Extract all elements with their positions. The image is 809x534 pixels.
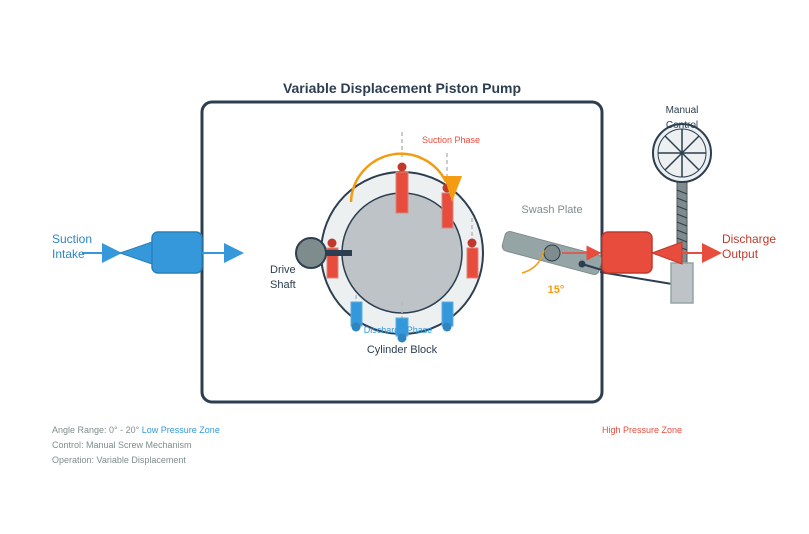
suction-pistons bbox=[326, 162, 479, 279]
cylinder-block bbox=[320, 132, 484, 335]
high-pressure-zone-label: High Pressure Zone bbox=[602, 425, 682, 435]
discharge-output-label: Discharge bbox=[722, 232, 776, 246]
discharge-pistons bbox=[350, 301, 454, 343]
angle-range-note: Angle Range: 0° - 20° Low Pressure Zone bbox=[52, 425, 220, 435]
discharge-phase-label: Discharge Phase bbox=[364, 325, 433, 335]
suction-intake-label-2: Intake bbox=[52, 247, 85, 261]
drive-shaft-label: Drive bbox=[270, 264, 296, 276]
suction-intake-label: Suction bbox=[52, 232, 92, 246]
operation-note: Operation: Variable Displacement bbox=[52, 455, 186, 465]
manual-control[interactable] bbox=[599, 123, 712, 304]
rotation-arrow bbox=[349, 152, 448, 203]
low-pressure-zone-label: Low Pressure Zone bbox=[142, 425, 220, 435]
angle-label: 15° bbox=[548, 284, 565, 296]
discharge-output bbox=[601, 231, 722, 274]
suction-intake bbox=[82, 231, 244, 274]
suction-phase-label: Suction Phase bbox=[422, 135, 480, 145]
diagram-title: Variable Displacement Piston Pump bbox=[283, 80, 521, 96]
swash-plate[interactable] bbox=[501, 230, 603, 275]
control-note: Control: Manual Screw Mechanism bbox=[52, 440, 192, 450]
manual-control-label-2: Control bbox=[666, 120, 698, 131]
manual-control-label: Manual bbox=[666, 105, 699, 116]
drive-shaft-label-2: Shaft bbox=[270, 279, 296, 291]
discharge-output-label-2: Output bbox=[722, 247, 759, 261]
rotation-arrowhead bbox=[444, 176, 462, 202]
cylinder-block-label: Cylinder Block bbox=[367, 344, 438, 356]
angle-arc bbox=[521, 249, 545, 274]
drive-shaft bbox=[295, 237, 352, 269]
swash-plate-label: Swash Plate bbox=[521, 204, 582, 216]
